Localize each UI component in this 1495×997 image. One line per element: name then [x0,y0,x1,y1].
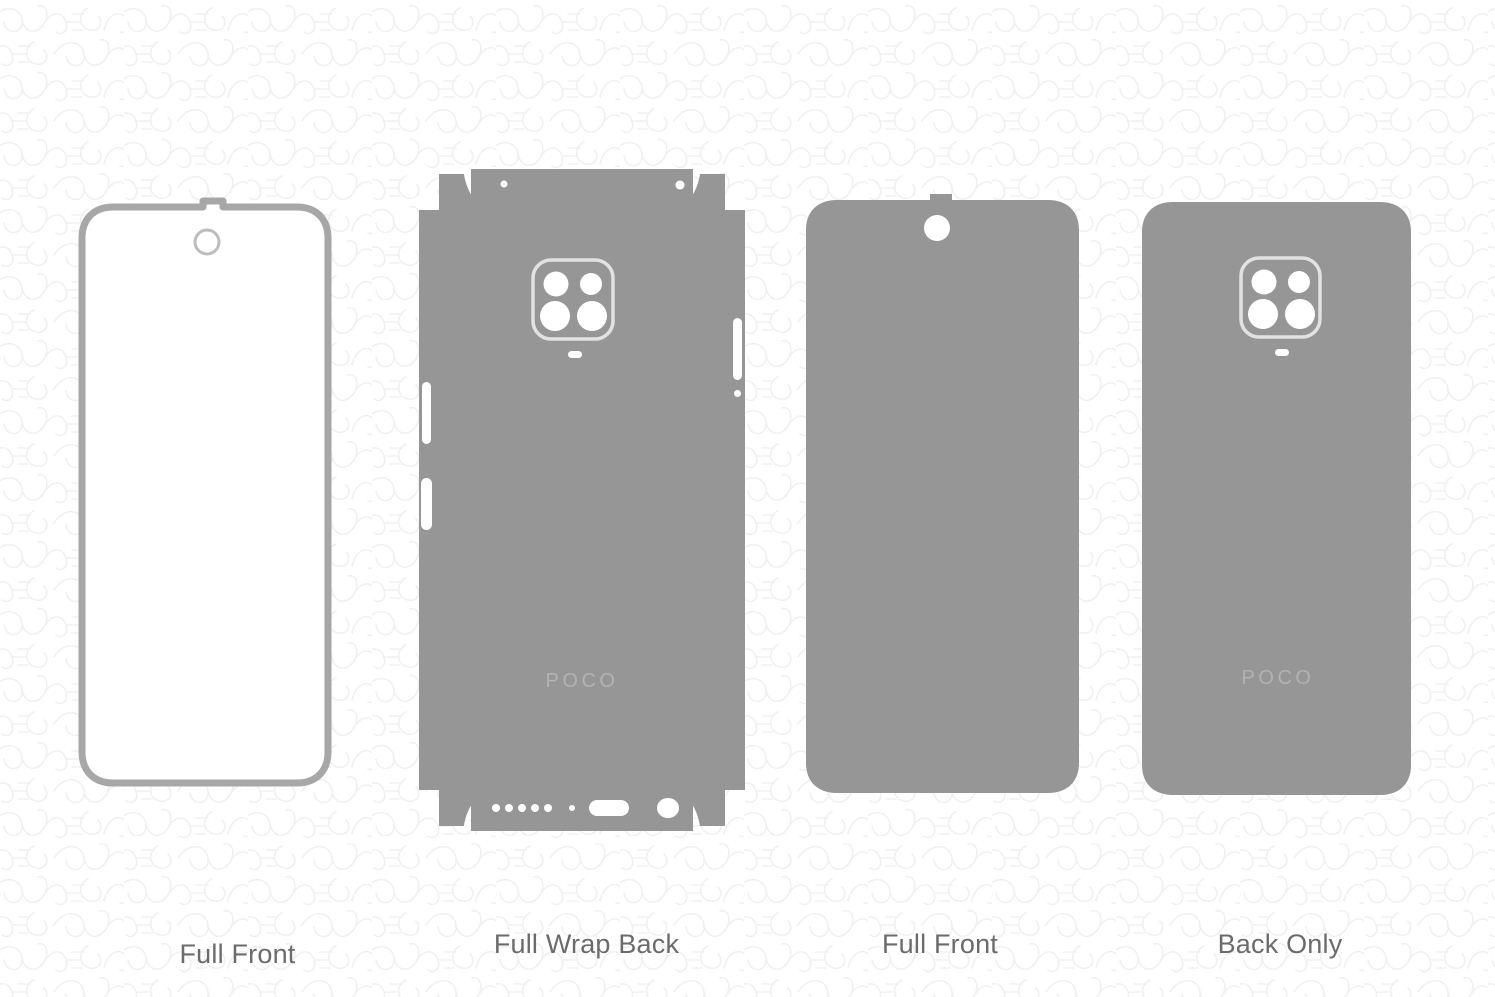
figure-full-front-transparent[interactable] [800,192,1085,802]
led-flash-icon [568,351,582,358]
brand-logo-poco: POCO [1242,667,1315,689]
front-transparent-body [806,194,1079,793]
wrap-back-body [419,174,745,826]
caption-full-wrap-back: Full Wrap Back (W/Logo) [415,890,758,997]
sim-tray-slot-lower-icon [421,478,432,530]
caption-line-1: Back Only [1217,929,1343,959]
figure-back-only[interactable]: POCO [1138,196,1418,801]
led-flash-icon [1275,349,1289,356]
caption-full-front: Full Front [60,900,415,997]
caption-line-1: Full Front [881,929,999,959]
volume-rocker-slot-icon [733,318,742,380]
punch-hole-camera-icon [924,215,950,241]
caption-line-1: Full Front [179,939,296,969]
brand-logo-poco: POCO [546,670,619,692]
caption-line-1: Full Wrap Back [493,929,680,959]
punch-hole-camera-icon [193,228,221,256]
back-only-body [1142,202,1411,795]
figure-full-front[interactable] [60,190,350,810]
sim-tray-slot-icon [422,382,431,444]
usb-c-port-icon [589,800,629,816]
mic-hole-icon [500,180,508,188]
ir-blaster-hole-icon [675,180,685,190]
figure-full-wrap-back[interactable]: POCO [412,160,752,840]
wrap-back-top-flap [471,169,693,214]
caption-back-only: Back Only (W/Logo) [1130,890,1430,997]
bottom-mic-hole-icon [569,805,575,811]
phone-front-outline [78,197,332,787]
caption-full-front-transparent: Full Front (For Transparent Skin) [760,890,1120,997]
power-button-slot-icon [734,390,741,397]
headphone-jack-icon [657,798,679,818]
